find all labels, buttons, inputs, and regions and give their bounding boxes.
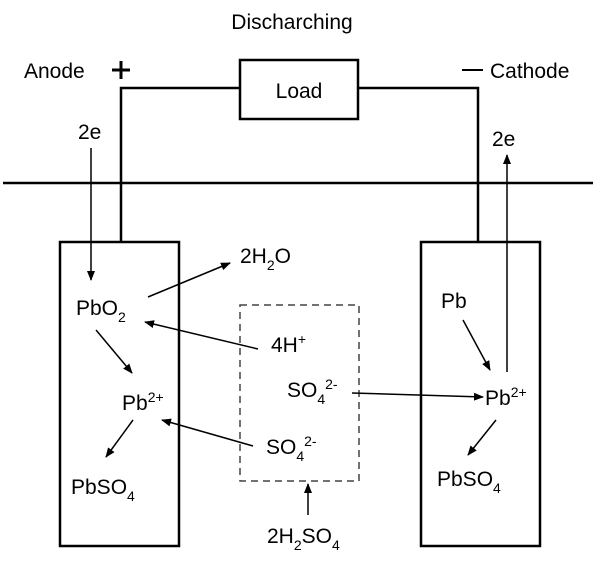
- plus-sign-icon: [112, 61, 130, 79]
- anode-wire: [119, 86, 240, 242]
- cathode-pb: Pb: [441, 290, 467, 313]
- pb-to-pb2plus-arrow: [462, 319, 491, 371]
- anode-electron-label: 2e: [78, 121, 101, 144]
- sulfuric-acid-label: 2H2SO4: [267, 525, 340, 553]
- pbo2-to-pb2plus-arrow: [95, 329, 133, 374]
- load-label: Load: [276, 80, 323, 103]
- cathode-pb2plus-to-pbso4-arrow: [467, 419, 497, 456]
- anode-pb2plus-to-pbso4-arrow: [105, 419, 134, 458]
- load-box: [238, 58, 360, 121]
- anode-electrode: [58, 240, 181, 548]
- anode-pbo2: PbO2: [76, 297, 126, 325]
- hydrogen-ion-label: 4H+: [271, 331, 306, 357]
- anode-pbso4: PbSO4: [71, 476, 135, 504]
- cathode-pbso4: PbSO4: [437, 468, 501, 496]
- hplus-to-pbo2-arrow: [144, 320, 259, 350]
- water-product-arrow: [147, 262, 231, 298]
- cathode-pb2plus: Pb2+: [485, 384, 527, 410]
- cathode-label: Cathode: [490, 60, 569, 83]
- cathode-electrode: [419, 240, 542, 548]
- so4-to-anode-arrow: [161, 418, 254, 447]
- diagram-title: Discharching: [231, 11, 352, 34]
- anode-label: Anode: [24, 60, 85, 83]
- so4-to-cathode-arrow: [351, 392, 484, 401]
- water-label: 2H2O: [240, 245, 291, 273]
- sulfate-ion-right: SO42-: [287, 376, 338, 407]
- cathode-wire: [358, 86, 480, 242]
- cathode-electron-label: 2e: [492, 128, 515, 151]
- sulfate-ion-left: SO42-: [266, 433, 317, 464]
- anode-pb2plus: Pb2+: [122, 389, 164, 415]
